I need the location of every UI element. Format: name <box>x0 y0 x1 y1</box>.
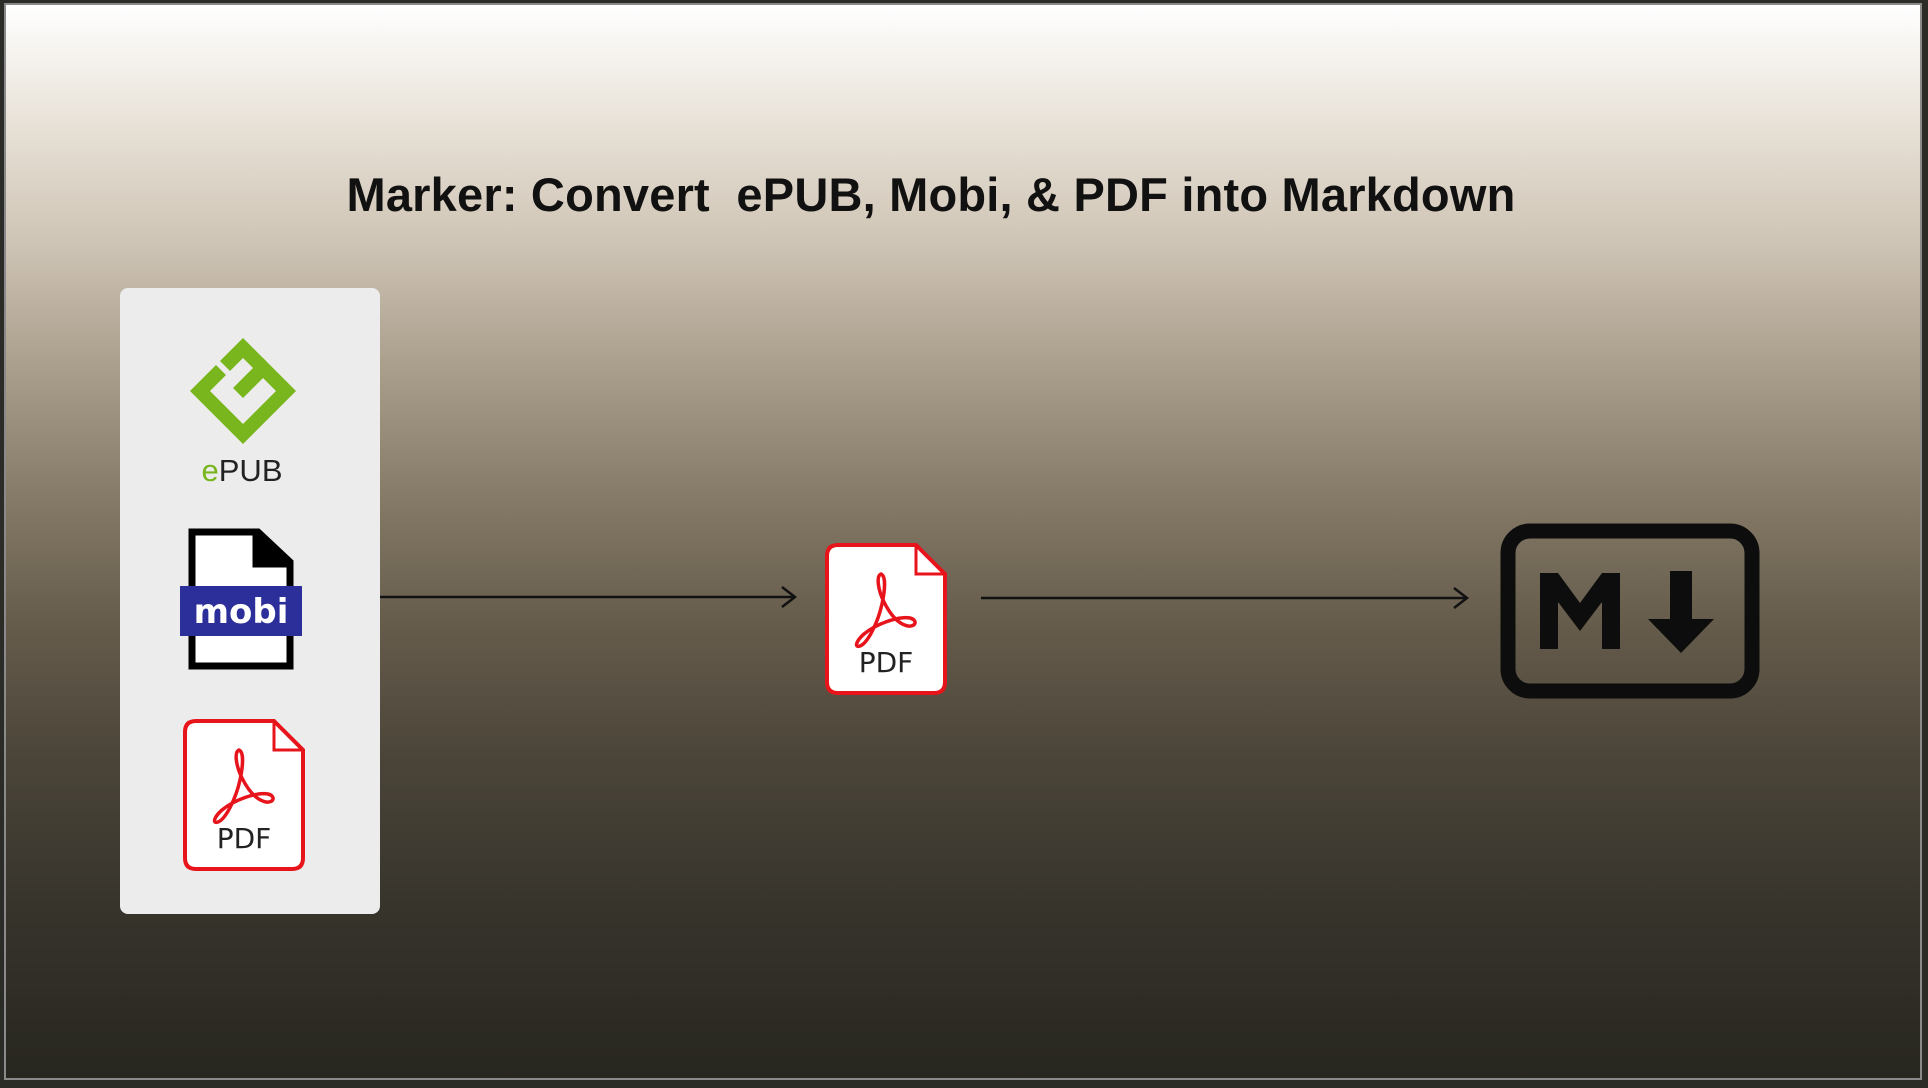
pdf-file-icon: PDF <box>183 719 305 871</box>
diagram-canvas: Marker: Convert ePUB, Mobi, & PDF into M… <box>4 3 1922 1080</box>
mobi-file-icon: mobi <box>180 528 302 670</box>
arrow-right-icon <box>380 586 798 608</box>
arrow-right-icon <box>981 587 1470 609</box>
markdown-icon <box>1500 523 1760 699</box>
intermediate-pdf-label: PDF <box>859 646 914 679</box>
epub-label-rest: PUB <box>218 453 283 488</box>
epub-logo-icon <box>190 338 296 444</box>
epub-label: ePUB <box>120 453 364 489</box>
mobi-label: mobi <box>194 592 289 632</box>
epub-label-e: e <box>201 453 219 488</box>
pdf-label: PDF <box>217 822 272 855</box>
diagram-title: Marker: Convert ePUB, Mobi, & PDF into M… <box>346 168 1516 221</box>
pdf-file-icon: PDF <box>825 543 947 695</box>
source-formats-panel: ePUB mobi PDF <box>120 288 380 914</box>
